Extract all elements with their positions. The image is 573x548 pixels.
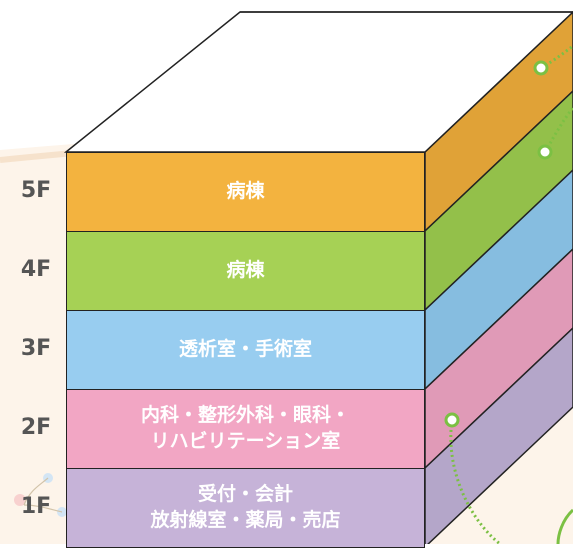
connector-1f-arc [556,508,573,544]
floor-label-2f: 2F [20,414,52,440]
floor-description-line: 病棟 [226,180,265,203]
floor-description-line: リハビリテーション室 [150,430,341,452]
floor-description: 病棟 [226,179,264,205]
side-face-2f [424,247,573,470]
floor-5f[interactable]: 病棟 [66,152,425,232]
connector-4f [537,107,573,160]
floor-description-line: 受付・会計 [197,483,293,506]
floor-description: 受付・会計放射線室・薬局・売店 [150,482,340,533]
side-face-3f [424,168,573,391]
floor-2f[interactable]: 内科・整形外科・眼科・リハビリテーション室 [66,389,425,469]
floor-description: 透析室・手術室 [179,337,312,363]
floor-description-line: 病棟 [226,259,265,282]
floor-1f[interactable]: 受付・会計放射線室・薬局・売店 [66,468,425,548]
floor-description: 病棟 [226,258,264,284]
side-face-4f [424,89,573,312]
floor-label-5f: 5F [20,177,52,203]
floor-description: 内科・整形外科・眼科・リハビリテーション室 [141,403,350,454]
floor-description-line: 透析室・手術室 [178,338,312,361]
floor-description-line: 内科・整形外科・眼科・ [140,404,350,427]
floor-3f[interactable]: 透析室・手術室 [66,310,425,390]
floor-description-line: 放射線室・薬局・売店 [150,509,341,531]
floor-4f[interactable]: 病棟 [66,231,425,311]
connector-2f [444,412,501,544]
floor-label-1f: 1F [20,493,52,519]
flower-decoration [14,473,67,517]
floor-label-4f: 4F [20,256,52,282]
connector-5f [533,44,573,76]
floor-label-3f: 3F [20,335,52,361]
